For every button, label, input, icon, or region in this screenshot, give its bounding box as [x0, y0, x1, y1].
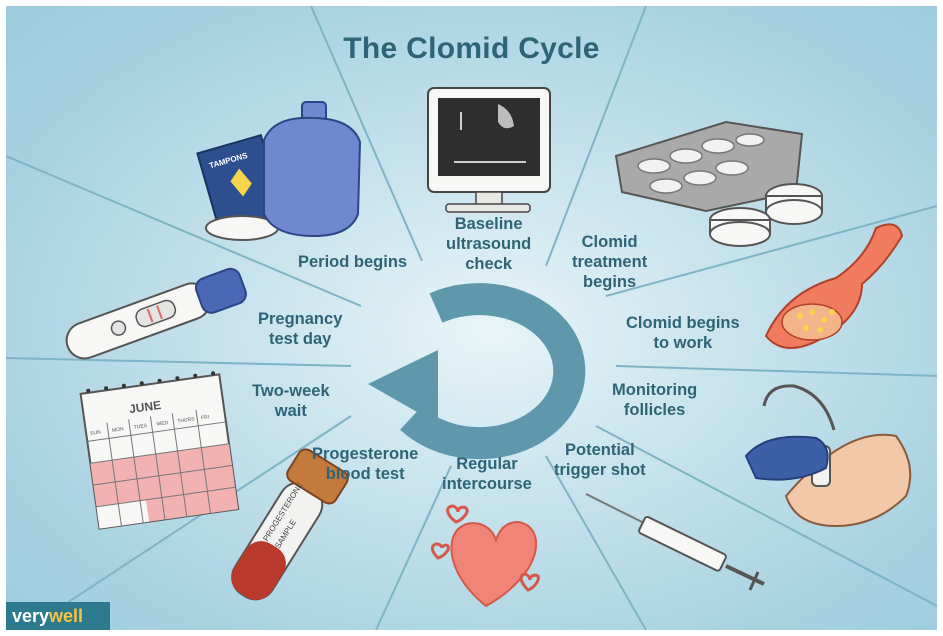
ovary-icon [764, 223, 904, 349]
calendar-day-mon: MON [112, 426, 125, 434]
calendar-month: JUNE [128, 398, 162, 416]
step-period-label: Period begins [298, 253, 408, 271]
radial-divider-lines [6, 6, 937, 630]
pill-pack-icon [614, 120, 823, 247]
ultrasound-probe-icon [744, 384, 912, 528]
calendar-day-tues: TUES [133, 423, 148, 431]
page-title: The Clomid Cycle [343, 32, 600, 65]
hot-water-bottle-icon: TAMPONS [196, 101, 362, 241]
hearts-icon [430, 504, 540, 608]
syringe-icon [585, 493, 765, 591]
calendar-day-fri: FRI [201, 414, 210, 421]
cycle-arrow-icon [368, 283, 586, 460]
calendar-icon: JUNE SUN MON TUES WED THURS FRI [79, 371, 240, 530]
infographic: The Clomid Cycle [6, 6, 937, 630]
calendar-day-sun: SUN [90, 429, 102, 436]
blood-vial-icon: PROGESTERONE SAMPLE [231, 448, 349, 601]
verywell-logo: verywell [6, 602, 110, 630]
ultrasound-monitor-icon [427, 87, 551, 213]
calendar-day-wed: WED [156, 420, 169, 428]
pregnancy-test-icon [65, 267, 247, 360]
calendar-day-thurs: THURS [177, 416, 196, 424]
